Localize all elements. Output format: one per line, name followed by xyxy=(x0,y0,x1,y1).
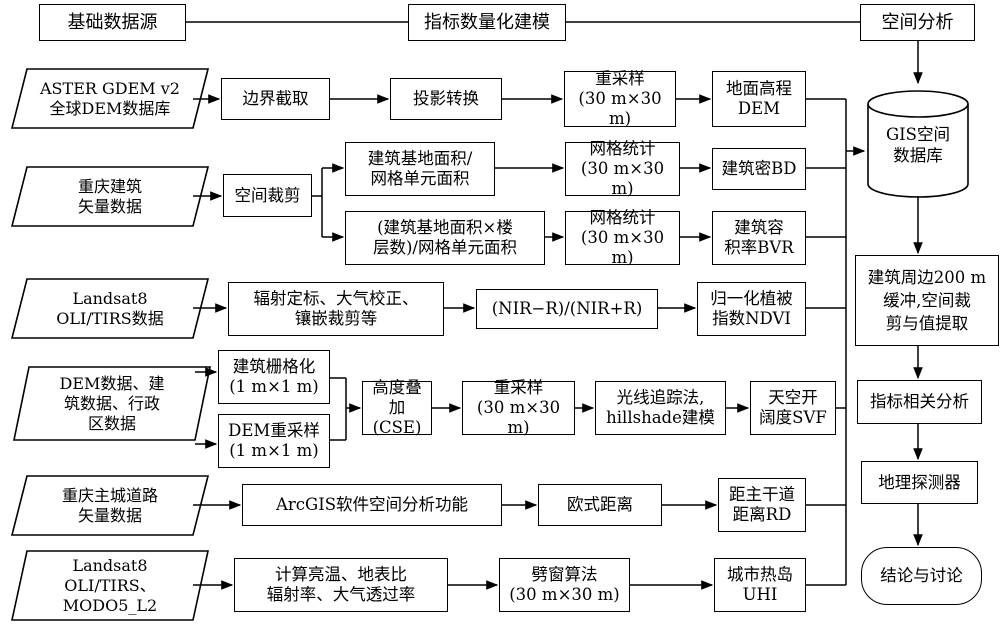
gis-database-cylinder xyxy=(867,90,969,198)
step-building-raster: 建筑栅格化 (1 m×1 m) xyxy=(218,350,330,404)
source-dem-mix-label: DEM数据、建 筑数据、行政 区数据 xyxy=(59,373,165,433)
step-euclidean: 欧式距离 xyxy=(538,484,662,526)
step-arcgis: ArcGIS软件空间分析功能 xyxy=(242,484,502,526)
step-bvr-ratio: (建筑基地面积×楼 层数)/网格单元面积 xyxy=(345,211,545,265)
step-brightness-temp: 计算亮温、地表比 辐射率、大气透过率 xyxy=(234,558,448,612)
source-aster: ASTER GDEM v2 全球DEM数据库 xyxy=(12,69,208,128)
step-correlation: 指标相关分析 xyxy=(857,380,982,424)
step-boundary-clip: 边界截取 xyxy=(221,78,330,120)
output-bvr: 建筑容 积率BVR xyxy=(712,211,806,265)
source-landsat-modo-shape xyxy=(11,550,209,621)
step-height-overlay: 高度叠加 (CSE) xyxy=(362,378,432,437)
output-svf: 天空开 阔度SVF xyxy=(750,381,836,435)
output-uhi: 城市热岛 UHI xyxy=(714,558,806,612)
step-geodetector: 地理探测器 xyxy=(861,461,978,504)
source-landsat-oli-label: Landsat8 OLI/TIRS数据 xyxy=(56,288,164,328)
source-landsat-oli-shape xyxy=(10,278,210,339)
header-quantify-model: 指标数量化建模 xyxy=(408,4,566,41)
step-buffer-extract: 建筑周边200 m 缓冲,空间裁 剪与值提取 xyxy=(855,255,999,346)
source-landsat-oli: Landsat8 OLI/TIRS数据 xyxy=(12,279,208,338)
source-landsat-modo: Landsat8 OLI/TIRS、 MODO5_L2 xyxy=(12,551,208,620)
conclusion: 结论与讨论 xyxy=(861,547,982,605)
step-radiometric: 辐射定标、大气校正、 镶嵌裁剪等 xyxy=(228,282,444,336)
source-aster-label: ASTER GDEM v2 全球DEM数据库 xyxy=(40,78,180,118)
source-aster-shape xyxy=(10,68,210,129)
source-building-vector: 重庆建筑 矢量数据 xyxy=(12,167,208,226)
step-bd-ratio: 建筑基地面积/ 网格单元面积 xyxy=(345,142,495,196)
source-dem-mix-shape xyxy=(13,366,211,441)
source-building-shape xyxy=(10,166,210,227)
step-grid-stat-bvr: 网格统计 (30 m×30 m) xyxy=(565,208,680,267)
step-split-window: 劈窗算法 (30 m×30 m) xyxy=(499,558,630,612)
source-road-shape xyxy=(10,475,210,536)
step-projection: 投影转换 xyxy=(390,78,502,120)
source-road-label: 重庆主城道路 矢量数据 xyxy=(61,485,158,525)
step-grid-stat-bd: 网格统计 (30 m×30 m) xyxy=(565,139,680,198)
source-road-vector: 重庆主城道路 矢量数据 xyxy=(12,476,208,535)
step-ndvi-formula: (NIR−R)/(NIR+R) xyxy=(476,289,658,329)
source-building-label: 重庆建筑 矢量数据 xyxy=(77,176,142,216)
step-spatial-crop: 空间裁剪 xyxy=(223,174,312,217)
step-resample-svf: 重采样 (30 m×30 m) xyxy=(462,378,575,437)
output-ndvi: 归一化植被 指数NDVI xyxy=(697,282,806,336)
header-spatial-analysis: 空间分析 xyxy=(860,4,975,41)
step-resample-dem: 重采样 (30 m×30 m) xyxy=(564,69,676,128)
source-dem-mix: DEM数据、建 筑数据、行政 区数据 xyxy=(14,367,210,440)
source-landsat-modo-label: Landsat8 OLI/TIRS、 MODO5_L2 xyxy=(62,555,158,615)
output-dem: 地面高程 DEM xyxy=(712,71,806,127)
gis-database-label: GIS空间 数据库 xyxy=(885,125,950,165)
output-rd: 距主干道 距离RD xyxy=(718,478,806,532)
step-raytrace: 光线追踪法, hillshade建模 xyxy=(595,381,726,435)
output-bd: 建筑密BD xyxy=(712,148,806,190)
step-dem-resample: DEM重采样 (1 m×1 m) xyxy=(218,414,330,468)
header-data-source: 基础数据源 xyxy=(39,4,186,41)
